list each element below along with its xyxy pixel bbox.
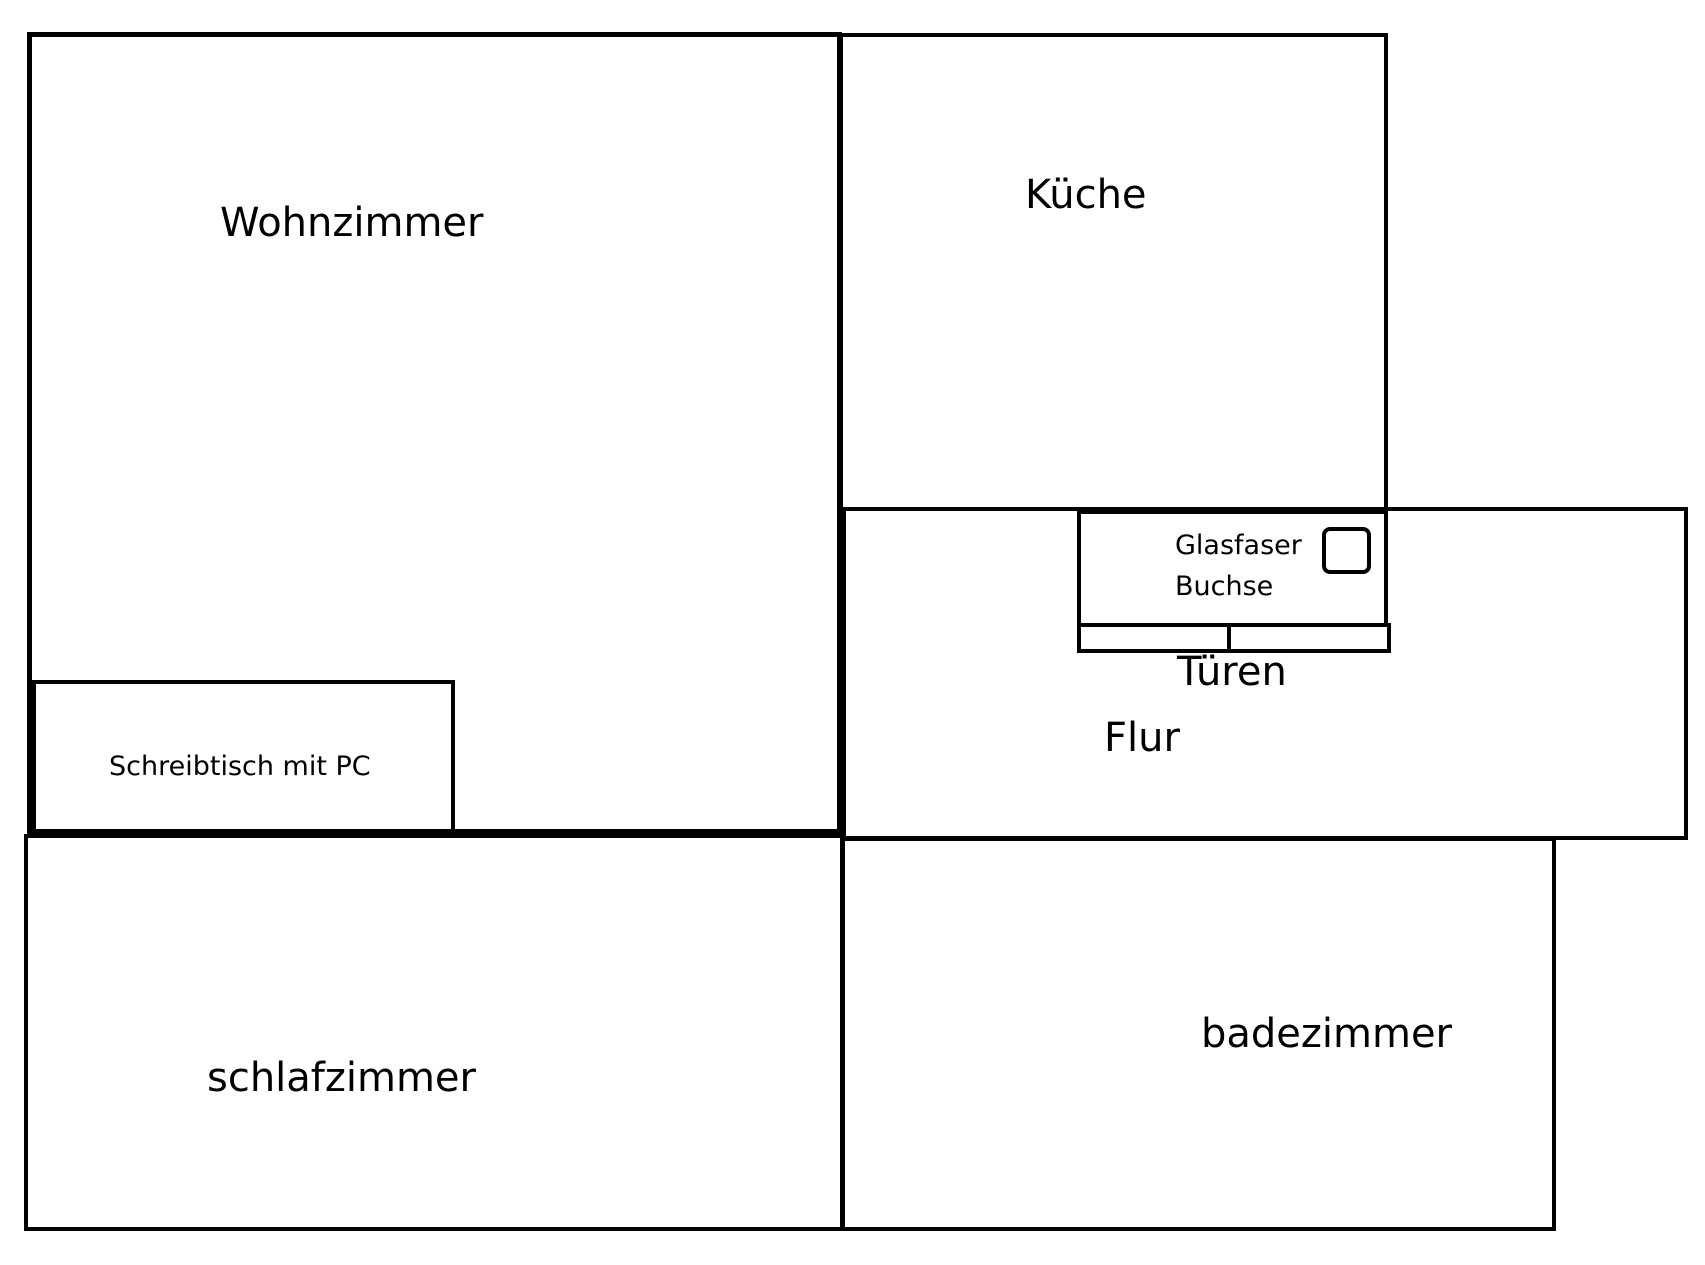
fiber-socket-icon [1322, 527, 1371, 574]
label-desk: Schreibtisch mit PC [109, 751, 371, 782]
label-doors: Türen [1177, 649, 1287, 695]
label-fiber-line2: Buchse [1175, 571, 1274, 602]
room-schlafzimmer [24, 834, 845, 1231]
label-schlafzimmer: schlafzimmer [207, 1055, 476, 1101]
label-kueche: Küche [1025, 172, 1147, 218]
room-badezimmer [840, 837, 1556, 1231]
room-kueche [839, 33, 1388, 511]
door-right [1227, 623, 1391, 653]
label-badezimmer: badezimmer [1201, 1011, 1452, 1057]
desk-box [32, 680, 455, 834]
label-wohnzimmer: Wohnzimmer [220, 200, 484, 246]
label-fiber-line1: Glasfaser [1175, 530, 1302, 561]
label-flur: Flur [1104, 715, 1180, 761]
